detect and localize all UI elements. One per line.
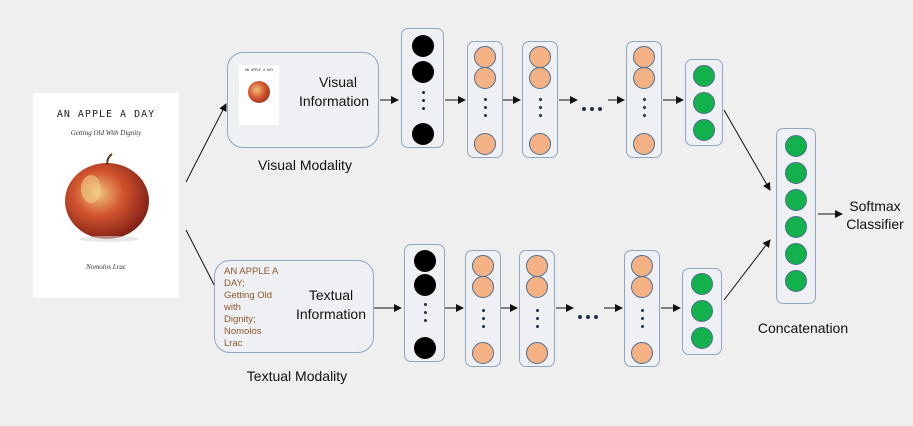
thumb-title: AN APPLE A DAY [244, 68, 274, 72]
textual-input-layer [404, 244, 445, 362]
visual-input-node [412, 35, 434, 57]
concat-node [785, 135, 807, 157]
arrow-textual-out-to-concat [723, 239, 771, 301]
textual-output-node [691, 327, 713, 349]
visual-hidden-ellipsis [539, 98, 543, 122]
textual-input-ellipsis [424, 303, 428, 327]
visual-hidden-node [474, 46, 496, 68]
thumb-apple-icon [248, 81, 270, 103]
arrow-visual-out-to-concat [723, 109, 771, 191]
visual-hidden-node [474, 67, 496, 89]
textual-hidden-node [472, 342, 494, 364]
concat-node [785, 243, 807, 265]
textual-hidden-ellipsis [536, 309, 540, 333]
textual-hidden-node [526, 342, 548, 364]
textual-input-node [414, 337, 436, 359]
concat-node [785, 162, 807, 184]
textual-hidden-layer-2 [519, 250, 555, 367]
visual-information-box: AN APPLE A DAY Visual Information [227, 52, 379, 148]
visual-hidden-ellipsis [643, 98, 647, 122]
visual-hidden-node [529, 133, 551, 155]
textual-hidden-node [472, 255, 494, 277]
textual-info-line1: Textual [308, 287, 354, 303]
book-cover: AN APPLE A DAY Getting Old With Dignity … [33, 93, 179, 298]
textual-hidden-node [631, 276, 653, 298]
textual-hidden-node [472, 276, 494, 298]
book-title: AN APPLE A DAY [56, 109, 156, 120]
apple-image [65, 153, 149, 242]
softmax-label-line2: Classifier [846, 216, 904, 232]
book-subtitle: Getting Old With Dignity [70, 129, 142, 137]
textual-hidden-ellipsis [641, 309, 645, 333]
textual-input-node [414, 250, 436, 272]
visual-input-ellipsis [422, 91, 426, 115]
arrow-book-to-visual [185, 103, 227, 183]
textual-hidden-layer-1 [465, 250, 501, 367]
textual-hidden-node [526, 276, 548, 298]
textual-output-layer [682, 268, 722, 355]
textual-modality-label: Textual Modality [246, 368, 348, 384]
visual-output-node [693, 119, 715, 141]
visual-hidden-layer-2 [522, 41, 558, 158]
visual-hidden-node [474, 133, 496, 155]
visual-info-line1: Visual [319, 74, 357, 90]
visual-output-node [693, 65, 715, 87]
concat-node [785, 216, 807, 238]
visual-hidden-node [633, 46, 655, 68]
textual-hidden-layer-n [624, 250, 660, 367]
visual-output-node [693, 92, 715, 114]
visual-hidden-node [633, 133, 655, 155]
snippet-line-4: with [224, 302, 241, 313]
snippet-line-5: Dignity; [224, 314, 256, 325]
textual-hidden-node [631, 342, 653, 364]
visual-input-node [412, 123, 434, 145]
softmax-label-line1: Softmax [849, 198, 901, 214]
concatenation-label: Concatenation [757, 320, 849, 336]
visual-hidden-layer-1 [467, 41, 503, 158]
visual-info-line2: Information [298, 93, 370, 109]
concat-node [785, 189, 807, 211]
visual-input-layer [401, 28, 444, 148]
snippet-line-7: Lrac [224, 338, 243, 349]
visual-hidden-node [529, 46, 551, 68]
textual-output-node [691, 300, 713, 322]
visual-hidden-ellipsis [484, 98, 488, 122]
textual-hidden-node [526, 255, 548, 277]
snippet-line-2: DAY; [224, 278, 245, 289]
visual-layers-ellipsis [582, 98, 606, 116]
textual-output-node [691, 273, 713, 295]
textual-information-box: AN APPLE A DAY; Getting Old with Dignity… [214, 260, 374, 353]
visual-modality-label: Visual Modality [258, 157, 352, 173]
book-author: Nomolos Lrac [86, 263, 126, 271]
textual-snippet: AN APPLE A DAY; Getting Old with Dignity… [224, 266, 294, 350]
snippet-line-3: Getting Old [224, 290, 273, 301]
textual-hidden-node [631, 255, 653, 277]
visual-hidden-layer-n [626, 41, 662, 158]
textual-input-node [414, 274, 436, 296]
visual-thumbnail: AN APPLE A DAY [239, 65, 279, 125]
concat-node [785, 270, 807, 292]
visual-output-layer [685, 59, 723, 146]
visual-hidden-node [529, 67, 551, 89]
visual-input-node [412, 61, 434, 83]
visual-hidden-node [633, 67, 655, 89]
snippet-line-1: AN APPLE A [224, 266, 279, 277]
textual-hidden-ellipsis [482, 309, 486, 333]
textual-layers-ellipsis [578, 306, 602, 324]
textual-info-line2: Information [295, 306, 367, 322]
snippet-line-6: Nomolos [224, 326, 262, 337]
concatenation-layer [776, 128, 816, 304]
